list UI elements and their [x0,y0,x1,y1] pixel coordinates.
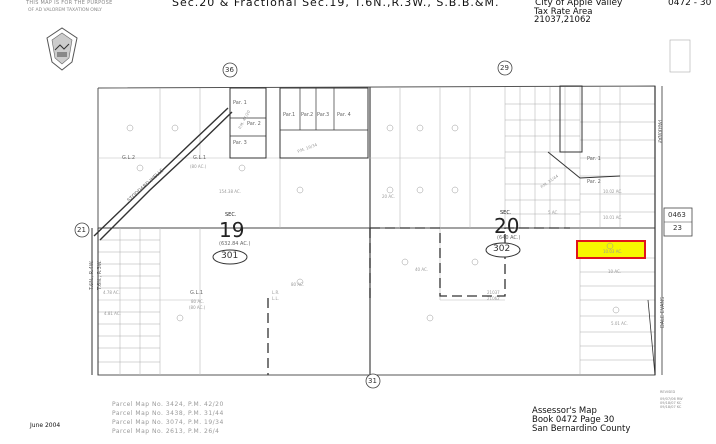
parcel-1c-label: Par. 1 [587,156,601,162]
tax-rate-codes: 21037,21062 [534,15,591,25]
row-left2-label: T.6N., R.3W. [97,260,103,290]
dale-evans-label: DALE EVANS [660,296,666,328]
parcel-3b-label: Par.3 [317,112,330,118]
acres-1002: 10.02 AC. [603,189,623,194]
tra-boundary-1: 21037 [487,290,500,295]
sec20-page: 302 [493,244,511,254]
gl1b-acres: 80 AC. [191,299,205,304]
parcel-2c-label: Par. 2 [587,179,601,185]
pm-ref-3: Parcel Map No. 3074, P.M. 19/34 [112,419,224,426]
ll-label: L.L. [272,296,279,301]
sec20-number: 20 [494,214,520,238]
tax-rate-area-label: Tax Rate Area [534,7,593,17]
parcel-4-label: Par. 4 [337,112,351,118]
map-boundary [97,85,656,376]
gl1b-label: G.L.1 [190,290,204,296]
sec20-label: SEC. [500,210,512,216]
corner-left: 21 [77,226,86,234]
pm-ref-1: Parcel Map No. 3424, P.M. 42/20 [112,401,224,408]
acres-154: 154.38 AC. [219,189,241,194]
acres-20: 20 AC. [382,194,396,199]
highlighted-parcel [576,240,646,259]
parcel-2-label: Par. 2 [247,121,261,127]
map-date: June 2004 [30,422,61,429]
row-left-label: T.6N., R.4W. [89,260,95,290]
disclaimer-line2: OF AD VALOREM TAXATION ONLY [28,8,102,13]
parcel-3-label: Par. 3 [233,140,247,146]
sec19-page: 301 [221,251,239,261]
sec19-acres: (632.84 AC.) [219,241,251,247]
adjacent-page-bottom: 23 [673,224,682,232]
parcel-1-label: Par. 1 [233,100,247,106]
acres-5: 5 AC. [548,210,559,215]
sec19-number: 19 [219,218,245,242]
map-code: 0472 - 30 [668,0,712,8]
gl1-acres: (80 AC.) [190,164,207,169]
footer-line2: Book 0472 Page 30 [532,415,615,425]
footer-line3: San Bernardino County [532,424,631,434]
acres-1003: 10.03 AC. [603,249,623,254]
pm-ref-4: Parcel Map No. 2613, P.M. 26/4 [112,428,220,435]
map-title: Sec.20 & Fractional Sec.19, T.6N.,R.3W.,… [172,0,500,9]
gl1b-acres2: (80 AC.) [189,305,206,310]
parcel-1b-label: Par.1 [283,112,296,118]
pm-ref-2: Parcel Map No. 3438, P.M. 31/44 [112,410,224,417]
revised-dates: 09/07/06 RW 09/18/07 KC 09/18/07 KC [660,397,683,410]
tra-boundary-2: 21062 [487,296,500,301]
corner-top-left: 36 [225,66,234,74]
acres-478: 4.78 AC. [103,290,120,295]
lr-label: L.R. [272,290,280,295]
city-name: City of Apple Valley [535,0,623,8]
acres-80: 80 AC. [291,282,305,287]
acres-40: 40 AC. [415,267,429,272]
parcel-2b-label: Par.2 [301,112,314,118]
sec20-acres: (640 AC.) [497,235,521,241]
gl1-label: G.L.1 [193,155,207,161]
acres-10: 10 AC. [608,269,622,274]
adjacent-page-top: 0463 [668,211,686,219]
parkway-label: PARKWAY [656,120,662,144]
gl2-label: G.L.2 [122,155,136,161]
revised-label: REVISED [660,390,676,394]
disclaimer-line1: THIS MAP IS FOR THE PURPOSE [26,0,113,6]
acres-1001: 10.01 AC. [603,215,623,220]
sec19-label: SEC. [225,212,237,218]
footer-line1: Assessor's Map [532,406,597,416]
county-seal-icon [46,27,78,71]
acres-481: 4.81 AC. [104,311,121,316]
corner-top-right: 29 [500,64,509,72]
acres-501: 5.01 AC. [611,321,628,326]
corner-bottom: 31 [368,377,377,385]
